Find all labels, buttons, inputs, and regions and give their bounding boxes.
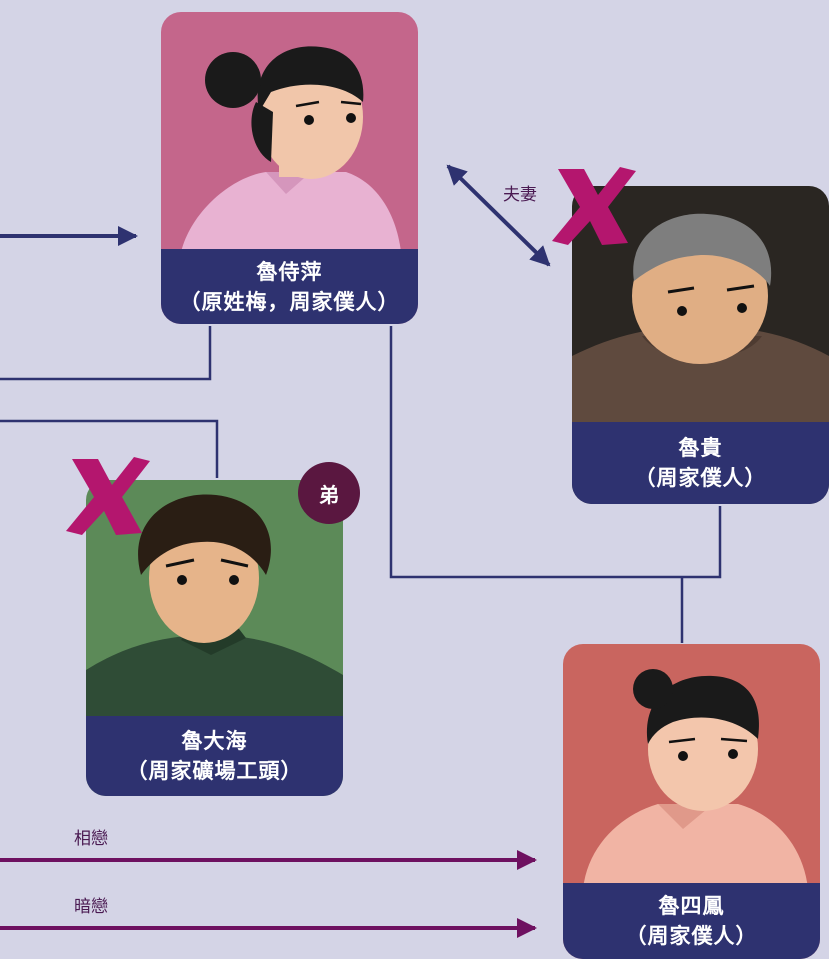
- name-lu-sifeng: 魯四鳳: [658, 894, 725, 918]
- connector-dahai: [0, 419, 219, 478]
- role-lu-dahai: （周家礦場工頭）: [126, 759, 303, 783]
- connector-shiping-sifeng: [389, 326, 722, 579]
- role-lu-gui: （周家僕人）: [634, 466, 767, 490]
- name-lu-dahai: 魯大海: [181, 729, 248, 753]
- portrait-lu-shiping: [181, 46, 401, 252]
- name-plate-lu-shiping: 魯侍萍 （原姓梅，周家僕人）: [161, 249, 418, 324]
- portrait-lu-gui: [572, 213, 829, 426]
- spouse-label: 夫妻: [503, 185, 537, 205]
- in-love-label: 相戀: [74, 829, 108, 849]
- card-lu-shiping: 魯侍萍 （原姓梅，周家僕人）: [161, 12, 418, 324]
- connector-shiping-left: [0, 326, 212, 381]
- role-lu-shiping: （原姓梅，周家僕人）: [179, 289, 400, 314]
- role-lu-sifeng: （周家僕人）: [625, 924, 758, 948]
- name-plate-lu-dahai: 魯大海 （周家礦場工頭）: [86, 716, 343, 796]
- secret-love-label: 暗戀: [74, 897, 108, 917]
- card-lu-sifeng: 魯四鳳 （周家僕人）: [563, 644, 820, 959]
- name-lu-gui: 魯貴: [678, 436, 723, 460]
- spouse-arrow: [446, 164, 551, 267]
- portrait-lu-dahai: [86, 494, 343, 720]
- deceased-mark-lu-gui: [552, 167, 636, 245]
- name-plate-lu-gui: 魯貴 （周家僕人）: [572, 422, 829, 504]
- name-lu-shiping: 魯侍萍: [256, 259, 323, 284]
- deceased-mark-lu-dahai: [66, 457, 150, 535]
- portrait-lu-sifeng: [583, 669, 808, 889]
- brother-badge: 弟: [298, 462, 360, 524]
- name-plate-lu-sifeng: 魯四鳳 （周家僕人）: [563, 883, 820, 959]
